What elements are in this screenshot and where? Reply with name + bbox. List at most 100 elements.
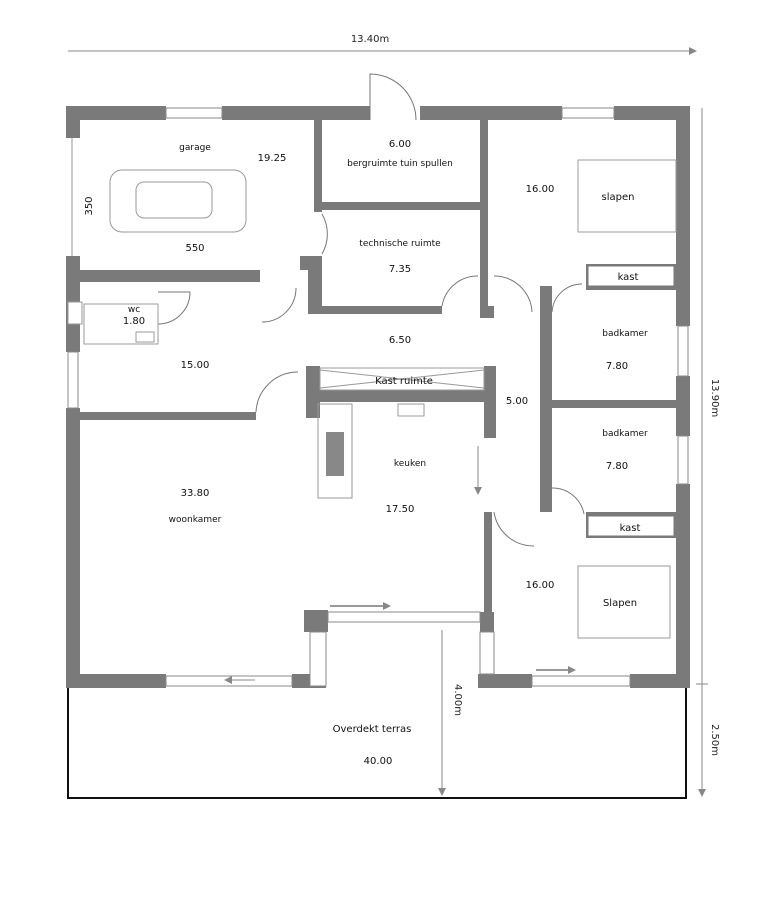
width-dimension-label: 13.40m [351, 34, 389, 45]
technisch-label: technische ruimte [359, 239, 441, 249]
wall [540, 286, 552, 512]
kast-box [587, 265, 675, 287]
berging-area: 6.00 [389, 139, 411, 150]
gang-west-area: 15.00 [181, 360, 210, 371]
wall [80, 270, 260, 282]
wall [676, 484, 690, 688]
window [677, 325, 689, 377]
wall [66, 106, 80, 138]
dimension-lines [68, 47, 708, 797]
wall [630, 674, 690, 688]
front-door-swing [369, 73, 417, 121]
living-door-swing [255, 371, 299, 413]
car-roof [135, 181, 213, 219]
garage-area: 19.25 [258, 153, 287, 164]
toilet [67, 301, 83, 325]
fixtures [67, 159, 677, 639]
wall [308, 256, 322, 314]
wall [480, 120, 488, 318]
window [165, 107, 223, 119]
wall [420, 106, 562, 120]
woonkamer-label: woonkamer [169, 515, 222, 525]
wall [480, 306, 494, 318]
doors [157, 73, 585, 547]
keuken-label: keuken [394, 459, 426, 469]
bed [577, 159, 677, 233]
garage-door-swing [261, 287, 297, 323]
wall [222, 106, 370, 120]
height-dimension-label: 13.90m [709, 379, 720, 417]
wall [66, 106, 166, 120]
garage-width-label: 550 [185, 243, 204, 254]
wall [614, 106, 690, 120]
wall [308, 306, 442, 314]
kitchen-island [317, 403, 353, 499]
bed [577, 565, 671, 639]
bathroom-door-swing [551, 283, 583, 313]
kitchen-sink [397, 403, 425, 417]
room-labels: garage 19.25 550 350 6.00 bergruimte tui… [84, 139, 648, 767]
slapen2-label: Slapen [603, 598, 637, 609]
terras-label: Overdekt terras [333, 724, 412, 735]
wall [484, 366, 496, 438]
technisch-area: 7.35 [389, 264, 411, 275]
window [67, 351, 79, 409]
badkamer1-label: badkamer [602, 329, 648, 339]
bathroom2-door-swing [551, 487, 585, 515]
slapen2-door-swing [493, 511, 535, 547]
walls [66, 106, 690, 688]
window [479, 631, 495, 675]
cooktop [326, 432, 344, 476]
terrace-depth-label: 4.00m [452, 684, 463, 716]
car-outline [109, 169, 247, 233]
wc-label: wc [128, 305, 140, 315]
wall [66, 408, 80, 688]
wall [480, 612, 494, 632]
wc-area: 1.80 [123, 316, 145, 327]
kast-frame [319, 367, 485, 391]
badkamer1-area: 7.80 [606, 361, 628, 372]
wc-door-swing [157, 291, 191, 325]
kast1-label: kast [618, 272, 639, 283]
berging-label: bergruimte tuin spullen [347, 159, 453, 169]
wall [484, 512, 492, 612]
wall [306, 366, 320, 418]
wall [322, 202, 488, 210]
garage-label: garage [179, 143, 211, 153]
wc-counter [83, 303, 159, 345]
wall [304, 610, 328, 632]
window [677, 435, 689, 485]
technical-door-swing [321, 213, 328, 255]
wall [676, 376, 690, 436]
woonkamer-area: 33.80 [181, 488, 210, 499]
wall [478, 674, 532, 688]
hall-door-swing [441, 275, 479, 307]
window [531, 675, 631, 687]
window [561, 107, 615, 119]
wall [552, 400, 676, 408]
slapen1-label: slapen [602, 192, 635, 203]
garage-depth-label: 350 [84, 196, 95, 215]
wall [676, 106, 690, 326]
kast-cross [319, 369, 485, 389]
overhang-label: 2.50m [709, 724, 720, 756]
keuken-area: 17.50 [386, 504, 415, 515]
window [327, 611, 481, 623]
slapen2-area: 16.00 [526, 580, 555, 591]
terras-area: 40.00 [364, 756, 393, 767]
slapen-door-swing [493, 275, 533, 313]
wall [80, 412, 256, 420]
hal-area: 6.50 [389, 335, 411, 346]
wall [314, 120, 322, 212]
wc-sink [135, 331, 155, 343]
window [309, 631, 327, 687]
kast-box [587, 515, 675, 537]
kast2-label: kast [620, 523, 641, 534]
wall [66, 674, 166, 688]
slapen1-area: 16.00 [526, 184, 555, 195]
wall [318, 390, 484, 402]
kastruimte-label: Kast ruimte [375, 376, 433, 387]
terrace-outline [67, 688, 687, 799]
badkamer2-area: 7.80 [606, 461, 628, 472]
